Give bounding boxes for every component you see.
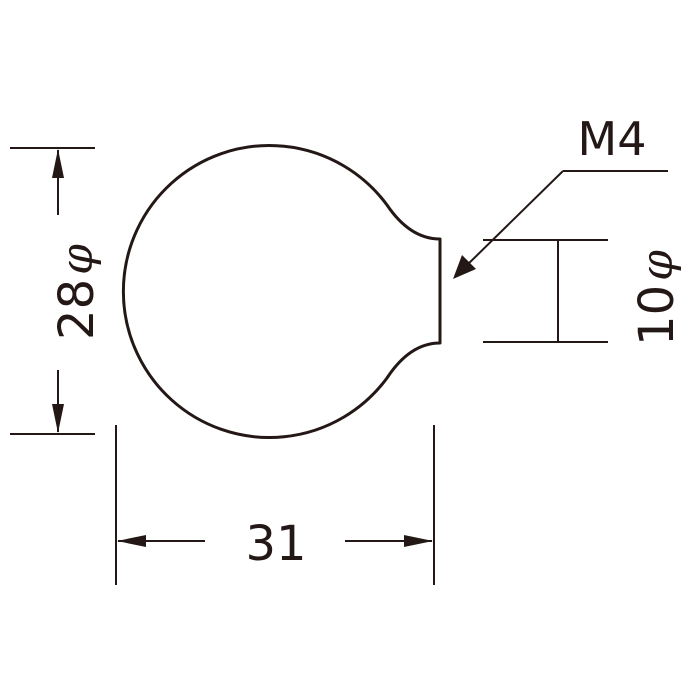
width-dimension: 31 [115,425,435,585]
width-arrow-left [117,535,146,547]
neck-dimension: 10 φ [483,239,685,346]
height-value: 28 [49,279,105,340]
neck-value: 10 [629,285,685,346]
height-arrow-top [52,149,64,178]
knob-outline [121,144,442,439]
neck-phi-symbol: φ [632,250,683,281]
height-dimension-label: 28 φ [49,244,105,340]
width-arrow-right [404,535,433,547]
thread-callout: M4 [453,112,668,279]
height-phi-symbol: φ [52,244,103,275]
thread-label: M4 [578,112,647,166]
height-arrow-bottom [52,404,64,433]
thread-leader-arrow [453,255,476,279]
thread-leader-diagonal [461,170,564,271]
width-value: 31 [245,516,306,572]
neck-dimension-label: 10 φ [629,250,685,346]
height-dimension: 28 φ [10,147,105,435]
